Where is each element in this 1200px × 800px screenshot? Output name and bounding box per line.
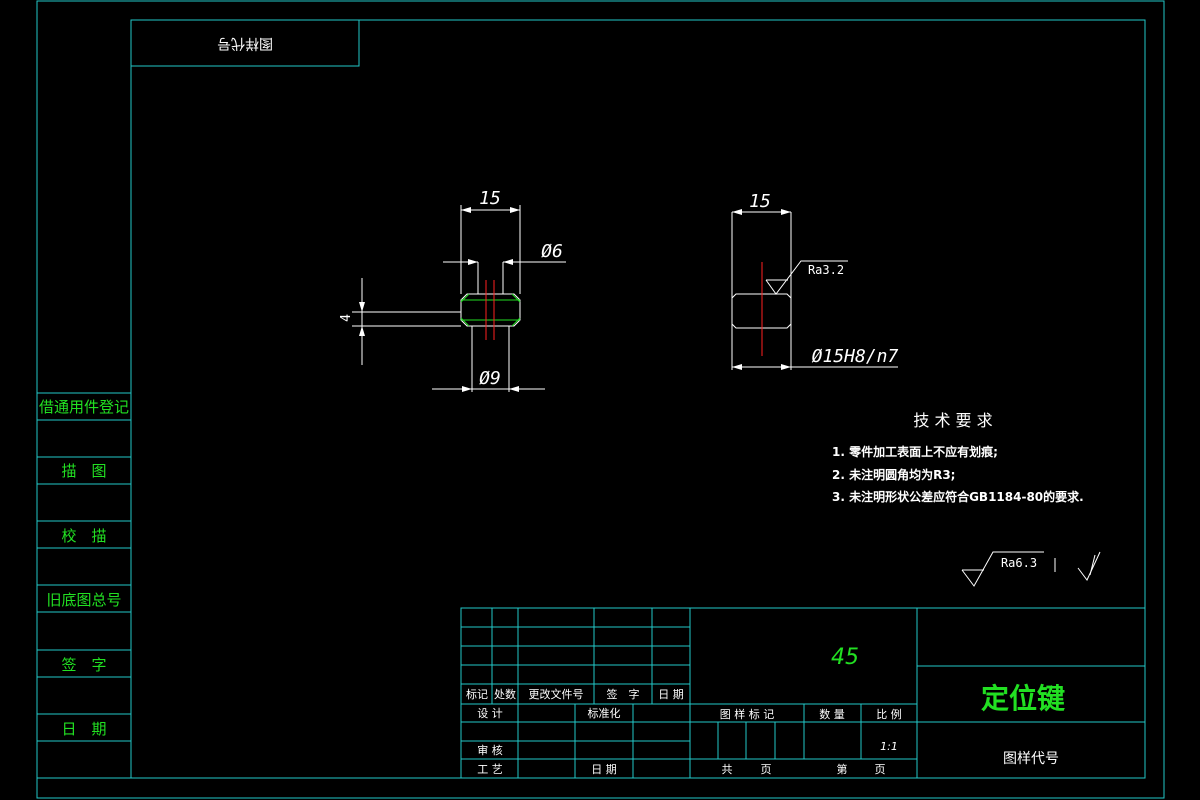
side-roughness: Ra3.2 bbox=[808, 263, 844, 277]
tech-req-item-3: 3. 未注明形状公差应符合GB1184-80的要求. bbox=[832, 489, 1084, 504]
outer-frame bbox=[36, 0, 1165, 799]
drawing-code-label: 图样代号 bbox=[1003, 751, 1059, 767]
tech-req-item-2: 2. 未注明圆角均为R3; bbox=[832, 467, 955, 482]
date-label: 日 期 bbox=[591, 763, 617, 776]
side-item-old-number: 旧底图总号 bbox=[46, 591, 121, 609]
qty-label: 数 量 bbox=[819, 708, 845, 721]
part-front-view: 15 Ø6 4 Ø9 bbox=[339, 188, 566, 392]
side-item-date: 日 期 bbox=[61, 720, 106, 738]
material-value: 45 bbox=[831, 645, 859, 670]
side-width-dim: 15 bbox=[749, 191, 771, 212]
part-name: 定位键 bbox=[981, 682, 1065, 715]
total-page-label: 页 bbox=[761, 763, 772, 776]
inner-frame bbox=[130, 19, 1146, 779]
rev-col-sign: 签 字 bbox=[607, 687, 640, 701]
side-panel: 借通用件登记 描 图 校 描 旧底图总号 签 字 日 期 bbox=[36, 392, 132, 779]
design-label: 设 计 bbox=[477, 707, 503, 720]
rev-col-doc: 更改文件号 bbox=[529, 687, 584, 701]
total-label: 共 bbox=[722, 763, 733, 776]
mark-label: 图 样 标 记 bbox=[720, 707, 775, 721]
front-hole-dim: Ø6 bbox=[541, 241, 563, 262]
side-fit-dim: Ø15H8/n7 bbox=[812, 346, 899, 367]
side-item-check: 校 描 bbox=[61, 527, 106, 545]
side-item-sign: 签 字 bbox=[61, 656, 106, 674]
scale-label: 比 例 bbox=[876, 707, 902, 721]
front-width-dim: 15 bbox=[479, 188, 501, 209]
sheet-label: 第 bbox=[837, 762, 848, 776]
review-label: 审 核 bbox=[477, 743, 503, 757]
side-item-trace: 描 图 bbox=[61, 462, 106, 480]
process-label: 工 艺 bbox=[477, 763, 503, 776]
rev-col-date: 日 期 bbox=[658, 688, 684, 701]
side-item-borrow: 借通用件登记 bbox=[39, 398, 129, 416]
front-base-dim: Ø9 bbox=[479, 368, 501, 389]
title-block: 标记 处数 更改文件号 签 字 日 期 设 计 标准化 审 核 工 艺 日 期 … bbox=[460, 607, 1146, 779]
general-roughness-value: Ra6.3 bbox=[1001, 556, 1037, 570]
front-thickness-dim: 4 bbox=[339, 314, 354, 322]
scale-value: 1:1 bbox=[880, 740, 898, 753]
standardize-label: 标准化 bbox=[588, 706, 621, 720]
tech-req-item-1: 1. 零件加工表面上不应有划痕; bbox=[832, 444, 998, 459]
top-code-box: 图样代号 bbox=[130, 19, 360, 67]
top-code-label: 图样代号 bbox=[217, 35, 273, 51]
sheet-page-label: 页 bbox=[875, 763, 886, 776]
general-roughness-symbol: Ra6.3 bbox=[961, 551, 1101, 587]
part-side-view: 15 Ra3.2 Ø15H8/n7 bbox=[731, 191, 899, 370]
tech-requirements: 技 术 要 求 1. 零件加工表面上不应有划痕; 2. 未注明圆角均为R3; 3… bbox=[832, 411, 1084, 504]
tech-req-title: 技 术 要 求 bbox=[913, 411, 992, 430]
rev-col-count: 处数 bbox=[494, 688, 516, 701]
rev-col-mark: 标记 bbox=[466, 687, 488, 701]
